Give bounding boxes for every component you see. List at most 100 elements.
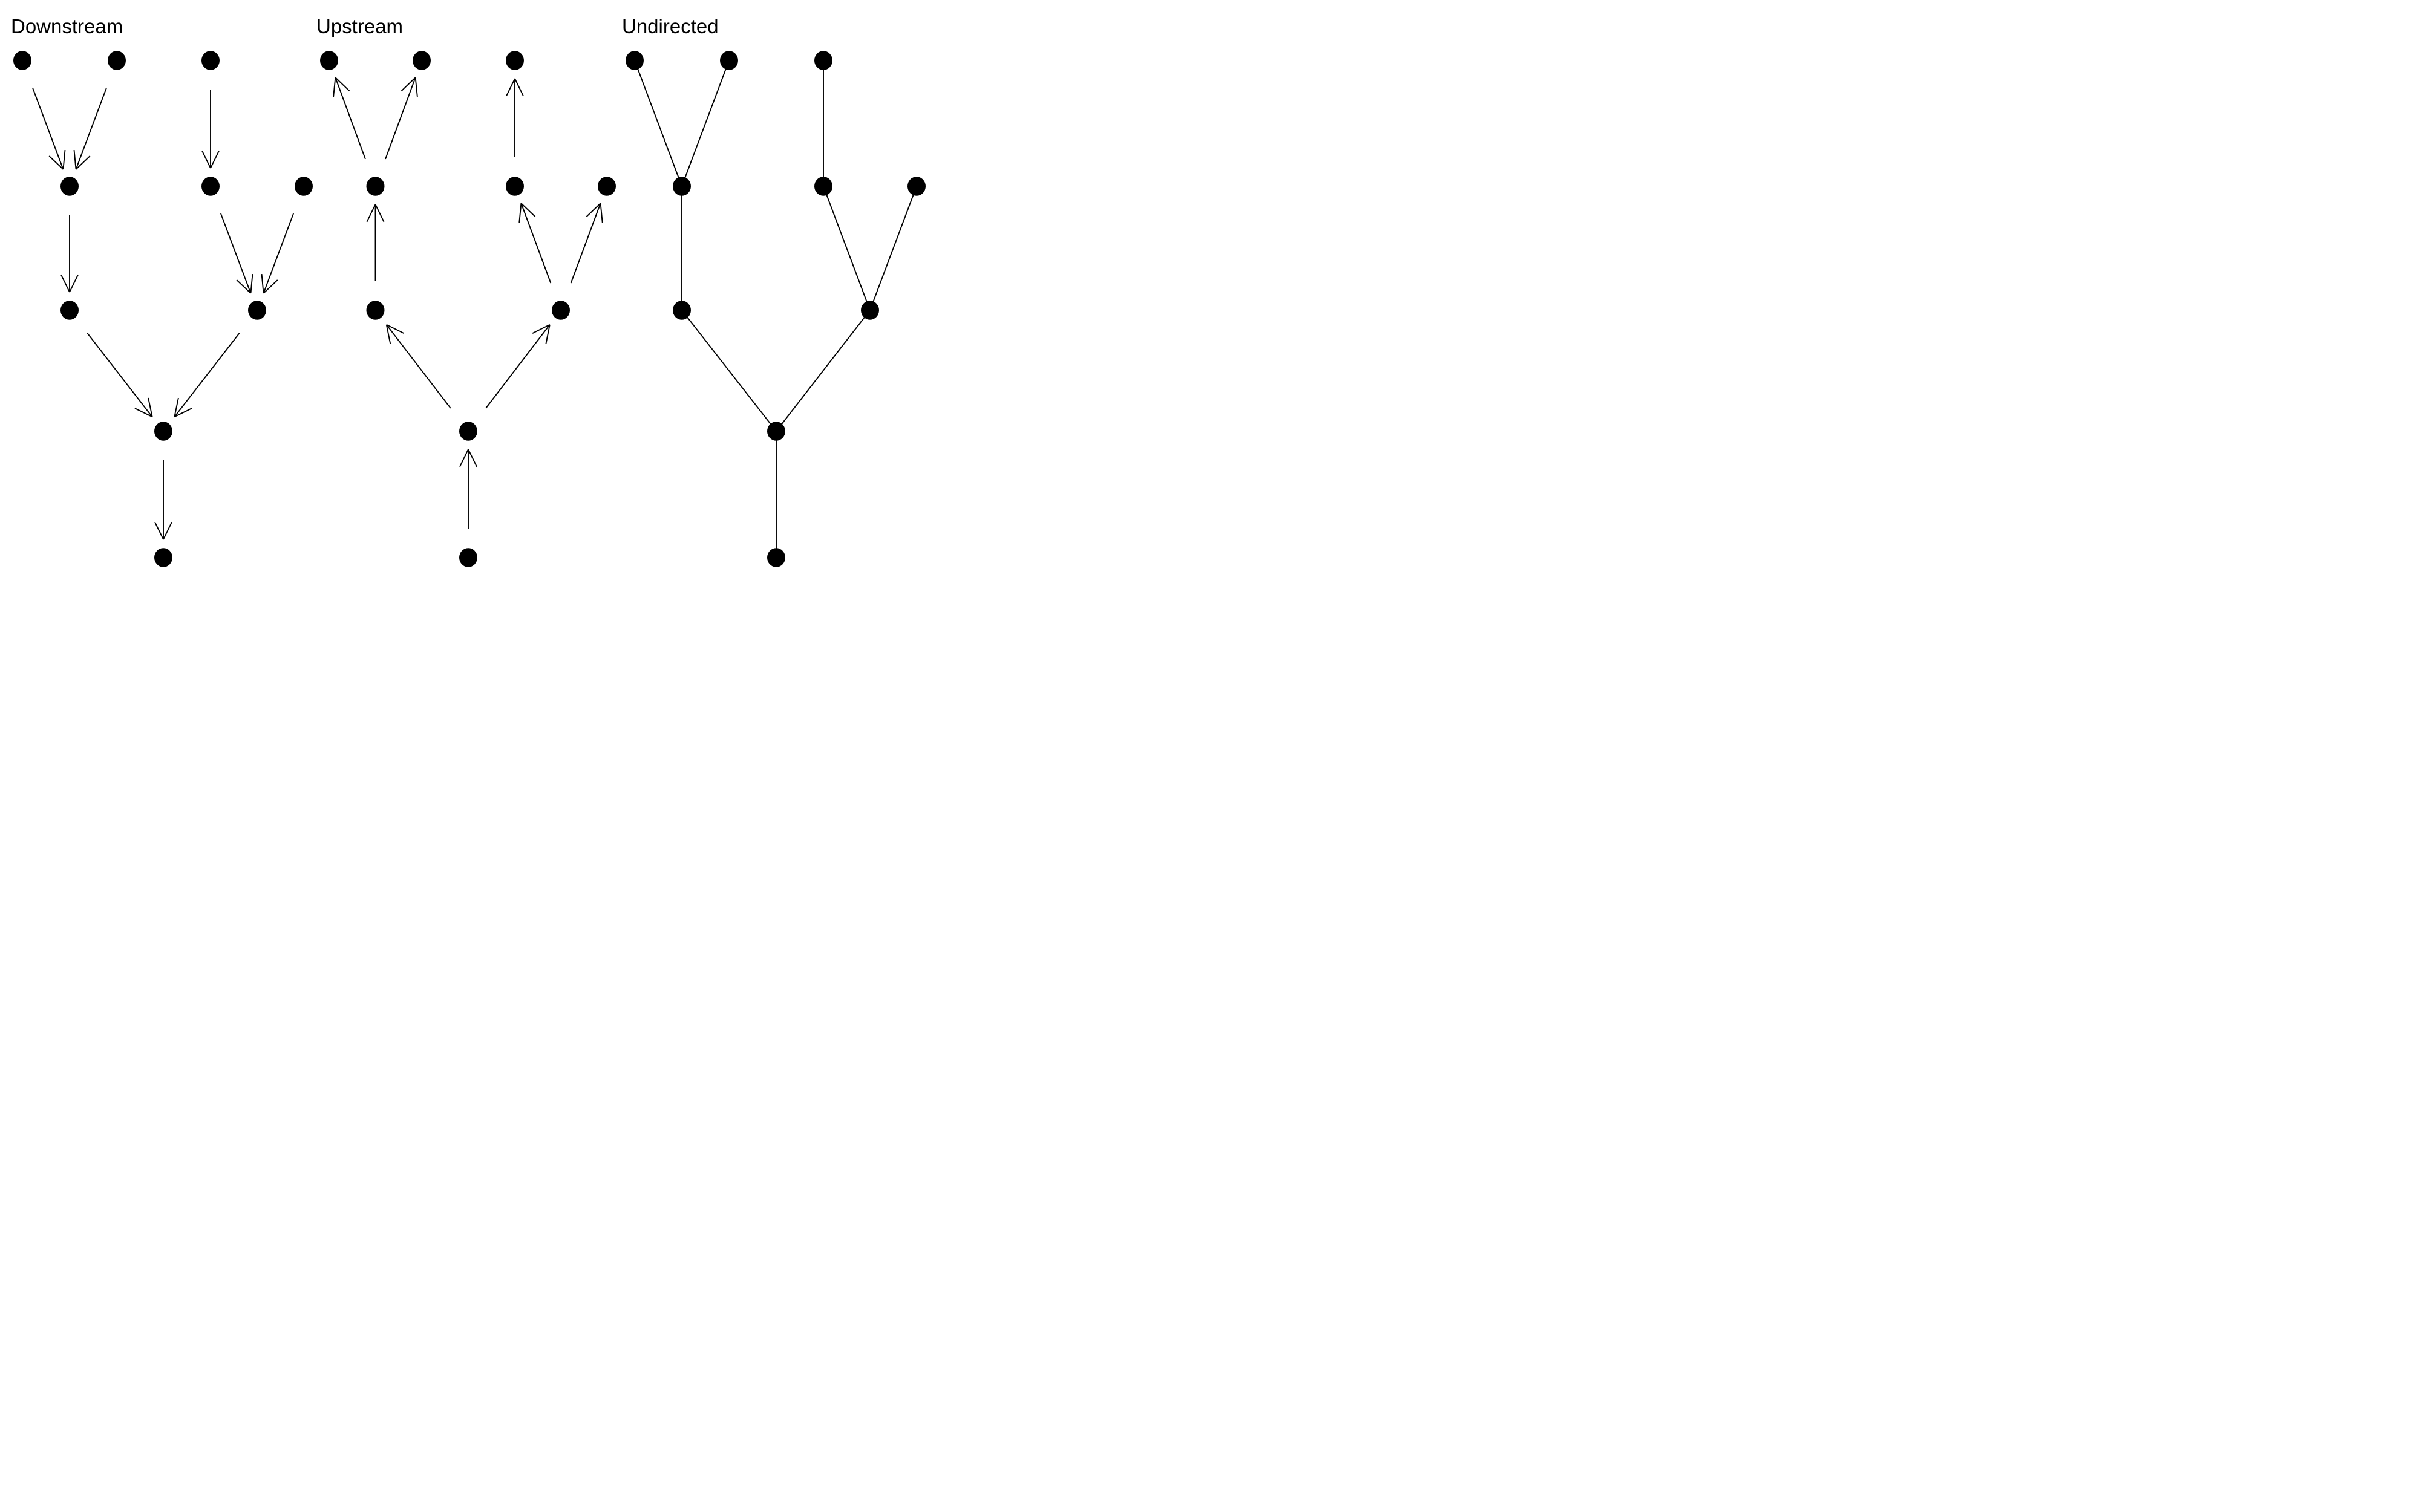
downstream-node-C [201, 51, 220, 70]
upstream-node-J [459, 548, 477, 567]
downstream-edge-D-G [60, 215, 79, 293]
arrowhead-barb [261, 273, 264, 294]
undirected-node-H [861, 301, 879, 320]
downstream-edge-I-J [154, 460, 172, 540]
downstream-edge-B-D [73, 87, 108, 170]
arrowhead-barb [586, 203, 601, 217]
undirected-edge-A-D [634, 60, 682, 187]
undirected-node-A [626, 51, 644, 70]
undirected-edge-B-D [681, 60, 730, 187]
upstream-node-F [598, 177, 616, 196]
downstream-edge-G-I [87, 333, 153, 418]
arrowhead-barb [600, 203, 603, 223]
panel-title-downstream: Downstream [11, 15, 123, 37]
undirected-node-E [814, 177, 832, 196]
arrowhead-barb [250, 273, 253, 294]
upstream-edge-C-E [506, 78, 524, 157]
tree-diagrams-figure: Downstream Upstream Undirected [0, 0, 935, 584]
arrowhead-barb [263, 279, 278, 294]
undirected-edge-F-H [869, 186, 917, 311]
arrowhead-barb [545, 324, 551, 344]
downstream-node-E [201, 177, 220, 196]
arrowhead-barb [385, 324, 391, 344]
downstream-node-I [154, 422, 172, 441]
edge-line [634, 60, 682, 187]
edge-line [869, 186, 917, 311]
upstream-node-I [459, 422, 477, 441]
panel-downstream: Downstream [11, 15, 313, 567]
arrowhead-barb [520, 203, 536, 217]
downstream-node-D [60, 177, 79, 196]
upstream-node-H [552, 301, 570, 320]
edge-shaft [570, 203, 601, 284]
arrowhead-barb [48, 155, 64, 170]
arrowhead-barb [506, 78, 515, 97]
edge-shaft [485, 324, 551, 409]
arrowhead-barb [134, 408, 153, 418]
edge-shaft [335, 77, 366, 160]
upstream-edge-E-H [518, 203, 552, 284]
downstream-edge-A-D [31, 87, 66, 170]
arrowhead-barb [366, 204, 376, 223]
downstream-edge-H-I [174, 333, 240, 418]
arrowhead-barb [201, 150, 211, 169]
arrowhead-barb [374, 204, 385, 223]
undirected-node-J [767, 548, 785, 567]
undirected-node-B [720, 51, 738, 70]
arrowhead-barb [333, 77, 336, 97]
undirected-node-D [673, 177, 691, 196]
undirected-node-I [767, 422, 785, 441]
edge-shaft [520, 203, 552, 284]
arrowhead-barb [518, 203, 522, 223]
upstream-edge-F-H [570, 203, 603, 284]
arrowhead-barb [401, 77, 416, 91]
arrowhead-barb [236, 279, 252, 294]
downstream-edge-E-H [220, 213, 253, 294]
arrowhead-barb [514, 78, 524, 97]
arrowhead-barb [414, 77, 418, 97]
arrowhead-barb [468, 449, 477, 468]
arrowhead-barb [154, 521, 164, 540]
undirected-edge-H-I [776, 310, 871, 432]
upstream-edge-I-J [459, 449, 477, 529]
arrowhead-barb [60, 274, 70, 293]
undirected-node-F [908, 177, 926, 196]
undirected-edge-E-H [823, 186, 871, 311]
downstream-node-A [13, 51, 31, 70]
upstream-node-G [366, 301, 385, 320]
arrowhead-barb [75, 155, 91, 170]
arrowhead-barb [459, 449, 469, 468]
panel-upstream: Upstream [316, 15, 616, 567]
edge-line [681, 60, 730, 187]
arrowhead-barb [62, 149, 66, 170]
upstream-node-A [320, 51, 338, 70]
arrowhead-barb [174, 397, 179, 417]
diagram-canvas: Downstream Upstream Undirected [11, 15, 926, 567]
downstream-node-J [154, 548, 172, 567]
panel-title-upstream: Upstream [316, 15, 403, 37]
downstream-node-B [108, 51, 126, 70]
undirected-edge-G-I [681, 310, 777, 432]
edge-shaft [174, 333, 240, 417]
arrowhead-barb [73, 149, 77, 170]
edge-shaft [385, 77, 416, 160]
edge-line [823, 186, 871, 311]
edge-line [681, 310, 777, 432]
upstream-edge-H-I [485, 324, 551, 409]
downstream-node-G [60, 301, 79, 320]
edge-shaft [386, 324, 451, 409]
arrowhead-barb [386, 324, 404, 334]
panel-undirected: Undirected [622, 15, 926, 567]
upstream-node-E [506, 177, 524, 196]
downstream-node-F [295, 177, 313, 196]
edge-shaft [75, 87, 108, 170]
arrowhead-barb [532, 324, 551, 334]
upstream-node-C [506, 51, 524, 70]
upstream-node-B [413, 51, 431, 70]
upstream-edge-A-D [333, 77, 366, 160]
upstream-edge-G-I [385, 324, 451, 409]
undirected-node-G [673, 301, 691, 320]
arrowhead-barb [210, 150, 220, 169]
edge-line [776, 310, 871, 432]
edge-shaft [220, 213, 252, 294]
